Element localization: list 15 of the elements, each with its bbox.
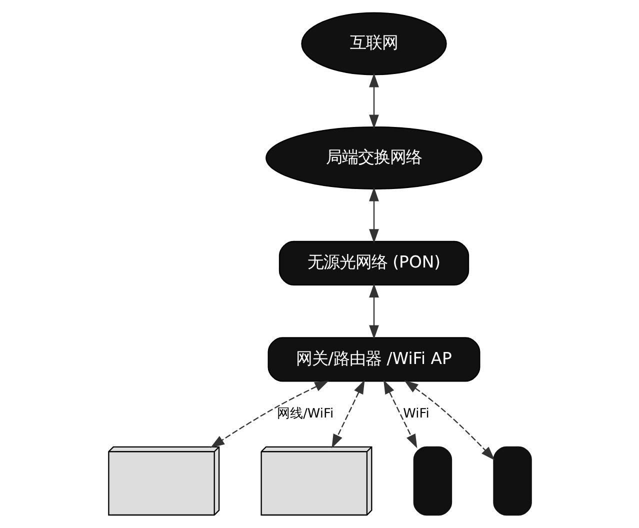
arrow <box>404 380 494 460</box>
node-box: 无源光网络 (PON) <box>278 240 469 286</box>
node-phone <box>492 446 532 516</box>
arrow <box>368 283 378 340</box>
node-box: 网关/路由器 /WiFi AP <box>267 337 480 382</box>
edge-label: WiFi <box>402 406 429 422</box>
node-phone <box>412 446 452 516</box>
arrow <box>210 380 328 448</box>
arrow <box>382 380 417 448</box>
edge-label: 网线/WiFi <box>276 406 334 422</box>
arrow <box>368 187 378 244</box>
arrow <box>331 380 364 448</box>
node-ellipse: 互联网 <box>300 12 446 76</box>
arrow <box>368 73 378 129</box>
node-ellipse: 局端交换网络 <box>265 126 482 190</box>
